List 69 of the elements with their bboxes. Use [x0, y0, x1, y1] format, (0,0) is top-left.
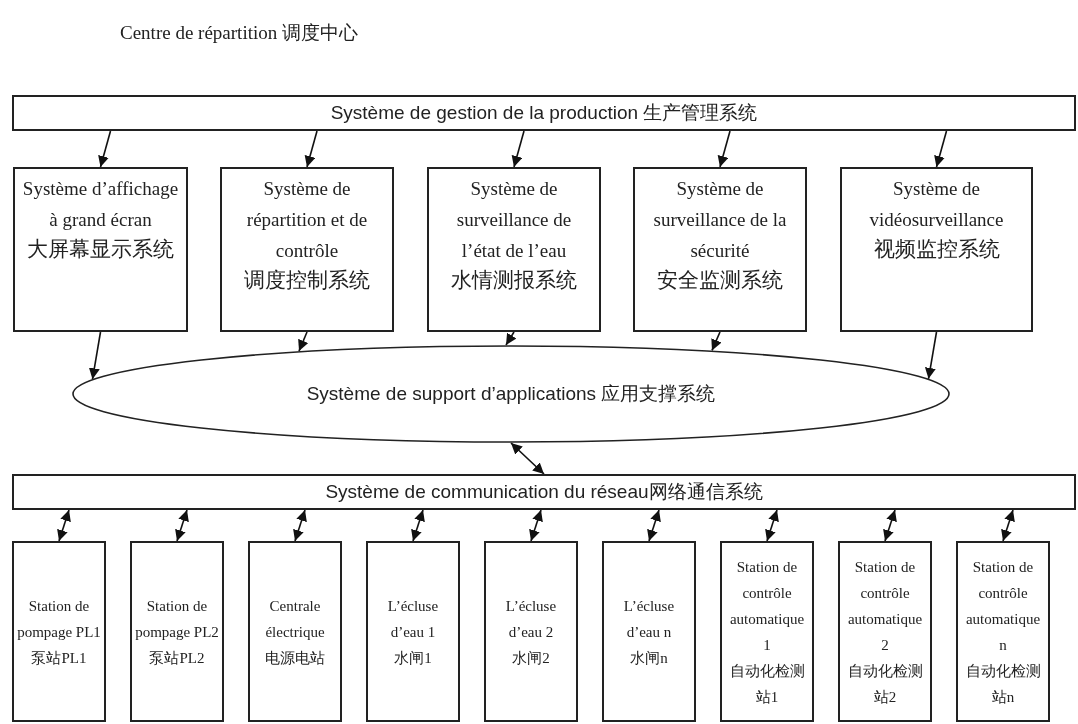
arrow: [88, 331, 102, 380]
system-box: [633, 167, 807, 332]
box-label: Station de pompage PL2: [135, 596, 219, 642]
station-box: [248, 541, 342, 722]
box-label: 水闸2: [512, 648, 550, 668]
arrow: [1001, 509, 1015, 542]
system-box: [840, 167, 1033, 332]
box-label: Système d’affichage à grand écran: [21, 177, 180, 232]
title: Centre de répartition 调度中心: [120, 21, 358, 45]
arrow: [98, 130, 112, 168]
box-label: Centrale électrique: [264, 596, 326, 642]
arrow: [57, 509, 71, 542]
arrow: [647, 509, 661, 542]
arrow: [298, 331, 309, 352]
box-label: Système de support d’applications 应用支撑系统: [306, 382, 716, 406]
box-label: Station de contrôle automatique 1: [728, 557, 806, 655]
arrow: [529, 509, 543, 542]
system-box: [220, 167, 394, 332]
station-box: [720, 541, 814, 722]
station-box: [366, 541, 460, 722]
station-box: [602, 541, 696, 722]
box-label: 水闸1: [394, 648, 432, 668]
box-label: Système de communication du réseau网络通信系统: [325, 480, 763, 504]
arrow: [711, 331, 722, 352]
system-bar: [12, 474, 1076, 510]
arrow: [304, 130, 318, 168]
arrow: [924, 331, 938, 380]
box-label: Station de contrôle automatique n: [964, 557, 1042, 655]
box-label: 自动化检测站n: [964, 661, 1042, 707]
box-label: 视频监控系统: [873, 236, 1000, 263]
arrow: [505, 331, 517, 346]
box-label: L’écluse d’eau 1: [386, 596, 440, 642]
support-ellipse: [72, 345, 950, 443]
system-box: [13, 167, 188, 332]
box-label: 安全监测系统: [657, 267, 783, 294]
station-box: [838, 541, 932, 722]
arrow: [293, 509, 307, 542]
box-label: Système de surveillance de l’état de l’eau: [455, 177, 573, 263]
box-label: Système de vidéosurveillance: [868, 177, 1005, 232]
station-box: [956, 541, 1050, 722]
arrow: [175, 509, 189, 542]
box-label: Station de pompage PL1: [17, 596, 101, 642]
box-label: 水闸n: [630, 648, 668, 668]
box-label: 泵站PL1: [31, 648, 87, 668]
arrow: [511, 130, 525, 168]
box-label: 大屏幕显示系统: [27, 236, 174, 263]
box-label: 自动化检测站1: [728, 661, 806, 707]
box-label: 水情测报系统: [451, 267, 577, 294]
box-label: 自动化检测站2: [846, 661, 924, 707]
box-label: L’écluse d’eau 2: [504, 596, 558, 642]
arrow: [883, 509, 897, 542]
arrow: [717, 130, 731, 168]
system-box: [427, 167, 601, 332]
box-label: Station de contrôle automatique 2: [846, 557, 924, 655]
arrow: [411, 509, 425, 542]
box-label: 泵站PL2: [149, 648, 205, 668]
box-label: L’écluse d’eau n: [622, 596, 676, 642]
box-label: 调度控制系统: [244, 267, 370, 294]
arrow: [934, 130, 948, 168]
box-label: Système de surveillance de la sécurité: [652, 177, 788, 263]
station-box: [12, 541, 106, 722]
arrow: [765, 509, 779, 542]
station-box: [484, 541, 578, 722]
box-label: Système de répartition et de contrôle: [245, 177, 369, 263]
station-box: [130, 541, 224, 722]
box-label: 电源电站: [265, 648, 325, 668]
system-bar: [12, 95, 1076, 131]
box-label: Système de gestion de la production 生产管理系统: [330, 101, 758, 125]
arrow: [510, 442, 545, 475]
